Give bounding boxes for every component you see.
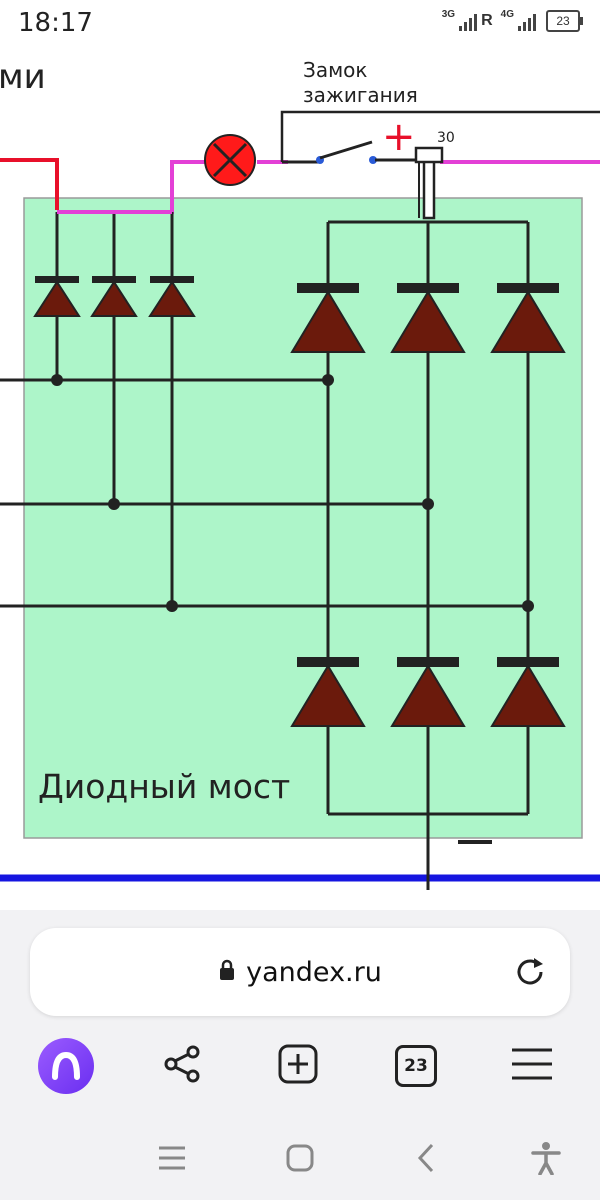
reload-button[interactable] [512,954,548,990]
small-diode-1-icon [33,276,81,317]
tabs-button[interactable]: 23 [386,1036,446,1096]
battery-level: 23 [556,14,570,28]
diode-bridge-diagram: ми Замок зажигания + 30 [0,48,600,910]
diode-upper-2-icon [390,283,466,353]
signal-strength-icon-2 [518,11,536,31]
url-text[interactable]: yandex.ru [246,956,382,988]
menu-icon [510,1046,554,1087]
alice-icon [38,1038,94,1094]
network-type-4g: 4G [500,9,514,20]
diode-lower-1-icon [290,657,366,727]
new-tab-icon [277,1043,319,1090]
status-clock: 18:17 [18,8,93,38]
battery-icon: 23 [546,10,583,32]
address-bar[interactable]: yandex.ru [30,928,570,1016]
partial-left-label: ми [0,57,46,97]
ignition-switch-icon [282,140,422,164]
back-button[interactable] [404,1138,448,1182]
lock-icon [218,959,236,986]
browser-bottom-panel: yandex.ru 23 [0,910,600,1116]
small-diode-3-icon [148,276,196,317]
tabs-count: 23 [395,1045,437,1087]
new-tab-button[interactable] [268,1036,328,1096]
diode-upper-3-icon [490,283,566,353]
status-icons: 3G R 4G 23 [441,9,583,32]
share-icon [161,1043,203,1090]
status-bar: 18:17 3G R 4G 23 [0,0,600,48]
roaming-indicator: R [481,12,493,29]
diode-upper-1-icon [290,283,366,353]
bridge-wiring [0,212,530,870]
diode-lower-2-icon [390,657,466,727]
recent-apps-icon [157,1145,187,1176]
plus-label: + [382,114,416,160]
terminal-30-label: 30 [437,130,455,146]
small-diode-2-icon [90,276,138,317]
recent-apps-button[interactable] [150,1138,194,1182]
bridge-label: Диодный мост [38,767,290,806]
browser-toolbar: 23 [0,1028,600,1108]
system-nav-bar [0,1116,600,1200]
alice-button[interactable] [36,1036,96,1096]
back-icon [414,1142,438,1179]
warning-lamp-icon [204,134,256,186]
ignition-label-line1: Замок [303,58,367,82]
url-container[interactable]: yandex.ru [30,928,570,1016]
home-icon [285,1143,315,1178]
junction-dots [51,374,534,612]
network-type-3g: 3G [441,9,456,20]
terminal-bolt-icon [414,146,444,220]
ignition-wire [280,110,600,162]
menu-button[interactable] [502,1036,562,1096]
diode-lower-3-icon [490,657,566,727]
reload-icon [512,958,548,994]
red-wire [0,158,59,210]
signal-strength-icon [459,11,478,31]
accessibility-button[interactable] [524,1138,568,1182]
accessibility-icon [530,1141,562,1180]
home-button[interactable] [278,1138,322,1182]
ignition-label-line2: зажигания [303,83,418,107]
share-button[interactable] [152,1036,212,1096]
